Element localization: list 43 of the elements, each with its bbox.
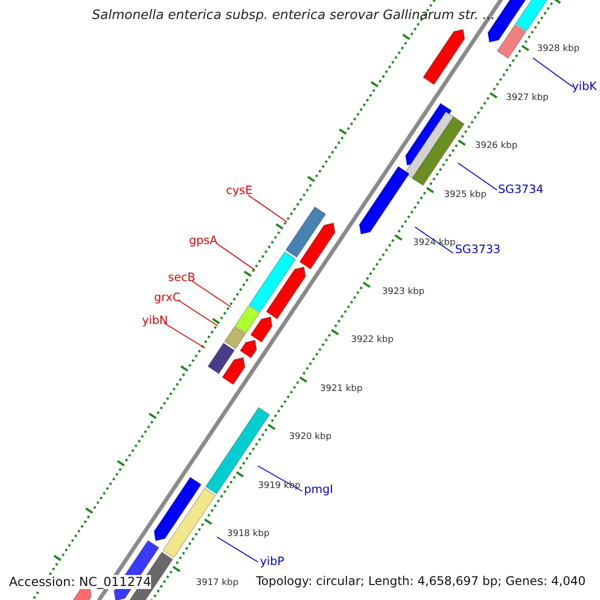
gene-label: pmgI <box>304 483 334 496</box>
gene-segment <box>496 24 526 59</box>
scale-label: 3927 kbp <box>506 94 548 104</box>
gene-label: SG3734 <box>498 183 544 196</box>
scale-label: 3924 kbp <box>413 239 456 249</box>
gene-segment <box>248 251 296 313</box>
gene-label: yibN <box>142 314 168 327</box>
gene-label: gpsA <box>189 234 218 247</box>
leader-line <box>458 162 498 190</box>
scale-label: 3923 kbp <box>382 288 424 298</box>
gene-label: yibP <box>260 555 284 568</box>
map-title: Salmonella enterica subsp. enterica serovar Gallinarum str. ... <box>92 9 495 24</box>
gene-segment <box>285 206 326 258</box>
leader-line <box>414 226 454 254</box>
leader-line <box>532 58 574 88</box>
leader-line <box>248 194 288 222</box>
scale-label: 3921 kbp <box>320 384 362 394</box>
leader-line <box>164 322 206 348</box>
gene-segment <box>162 488 216 558</box>
gene-label: grxC <box>154 291 181 304</box>
gene-label: cysE <box>226 184 252 197</box>
map-info-text: Topology: circular; Length: 4,658,697 bp; Genes: 4,040 <box>256 575 586 588</box>
scale-label: 3917 kbp <box>196 578 238 588</box>
gene-segment <box>207 342 235 374</box>
gene-segment <box>224 326 246 350</box>
gene-segment <box>358 166 410 235</box>
scale-label: 3925 kbp <box>444 190 486 200</box>
leader-line <box>192 280 232 308</box>
scale-label: 3928 kbp <box>537 45 580 55</box>
scale-label: 3922 kbp <box>351 336 394 346</box>
accession-text: Accession: NC_011274 <box>9 575 152 589</box>
gene-segment <box>234 305 260 334</box>
gene-label: yibK <box>572 80 597 93</box>
scale-label: 3918 kbp <box>227 530 270 540</box>
scale-label: 3926 kbp <box>475 142 518 152</box>
gene-label: secB <box>168 271 196 284</box>
leader-line <box>178 300 218 326</box>
gene-label: SG3733 <box>455 243 500 256</box>
leader-line <box>258 466 302 492</box>
leader-line <box>216 536 258 562</box>
gene-segment <box>412 116 465 186</box>
leader-line <box>216 242 256 270</box>
scale-label: 3920 kbp <box>289 433 332 443</box>
